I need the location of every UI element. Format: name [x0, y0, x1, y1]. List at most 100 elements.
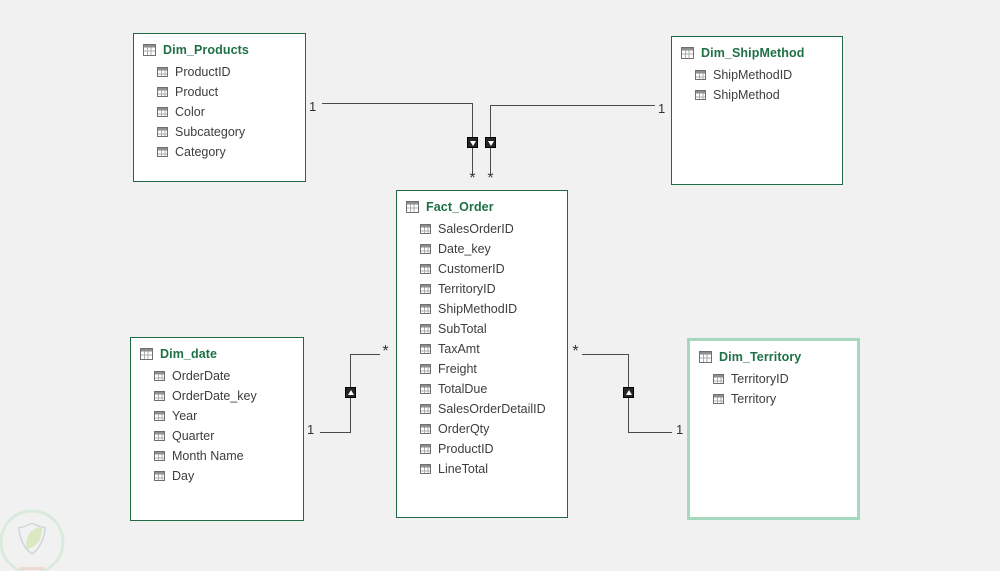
field-row[interactable]: CustomerID	[397, 259, 567, 279]
field-row[interactable]: Year	[131, 406, 303, 426]
relationship-line[interactable]	[582, 354, 629, 355]
relationship-line[interactable]	[628, 432, 672, 433]
field-table-icon	[157, 147, 168, 157]
field-label: Product	[175, 85, 219, 99]
table-header[interactable]: Dim_date	[131, 338, 303, 366]
field-table-icon	[157, 67, 168, 77]
field-label: Month Name	[172, 449, 244, 463]
field-label: SubTotal	[438, 322, 487, 336]
field-row[interactable]: Territory	[690, 389, 857, 409]
field-table-icon	[157, 87, 168, 97]
table-dim-products[interactable]: Dim_Products ProductID Product Color Sub…	[133, 33, 306, 182]
field-label: ShipMethodID	[713, 68, 793, 82]
field-row[interactable]: Category	[134, 142, 305, 162]
field-row[interactable]: Day	[131, 466, 303, 486]
field-label: TotalDue	[438, 382, 488, 396]
field-label: TerritoryID	[731, 372, 789, 386]
filter-direction-arrow-icon[interactable]	[485, 137, 496, 148]
field-label: TerritoryID	[438, 282, 496, 296]
cardinality-label-many: *	[382, 343, 389, 360]
field-table-icon	[420, 444, 431, 454]
field-table-icon	[420, 344, 431, 354]
table-dim-date[interactable]: Dim_date OrderDate OrderDate_key Year Qu…	[130, 337, 304, 521]
field-table-icon	[157, 107, 168, 117]
relationship-line[interactable]	[350, 354, 380, 355]
field-label: Quarter	[172, 429, 215, 443]
table-header[interactable]: Fact_Order	[397, 191, 567, 219]
field-row[interactable]: TaxAmt	[397, 339, 567, 359]
field-label: SalesOrderDetailID	[438, 402, 546, 416]
field-label: Date_key	[438, 242, 491, 256]
field-label: Subcategory	[175, 125, 246, 139]
table-fact-order[interactable]: Fact_Order SalesOrderID Date_key Custome…	[396, 190, 568, 518]
field-label: Color	[175, 105, 205, 119]
field-row[interactable]: SubTotal	[397, 319, 567, 339]
field-label: SalesOrderID	[438, 222, 514, 236]
field-label: OrderQty	[438, 422, 490, 436]
field-label: ShipMethod	[713, 88, 780, 102]
field-table-icon	[420, 424, 431, 434]
field-row[interactable]: TerritoryID	[690, 369, 857, 389]
cardinality-label-many: *	[487, 170, 494, 187]
field-row[interactable]: Month Name	[131, 446, 303, 466]
table-title: Dim_ShipMethod	[701, 46, 805, 60]
field-table-icon	[420, 284, 431, 294]
relationship-line[interactable]	[322, 103, 472, 104]
field-table-icon	[420, 464, 431, 474]
field-table-icon	[154, 451, 165, 461]
field-table-icon	[420, 364, 431, 374]
table-title: Dim_date	[160, 347, 218, 361]
field-table-icon	[420, 244, 431, 254]
field-row[interactable]: Product	[134, 82, 305, 102]
field-row[interactable]: LineTotal	[397, 459, 567, 479]
field-row[interactable]: Date_key	[397, 239, 567, 259]
field-label: Day	[172, 469, 195, 483]
field-table-icon	[154, 411, 165, 421]
field-row[interactable]: ProductID	[134, 62, 305, 82]
table-dim-territory[interactable]: Dim_Territory TerritoryID Territory	[687, 338, 860, 520]
field-table-icon	[157, 127, 168, 137]
table-header[interactable]: Dim_ShipMethod	[672, 37, 842, 65]
field-label: Freight	[438, 362, 477, 376]
field-row[interactable]: OrderQty	[397, 419, 567, 439]
field-row[interactable]: TerritoryID	[397, 279, 567, 299]
field-table-icon	[420, 304, 431, 314]
field-row[interactable]: SalesOrderID	[397, 219, 567, 239]
field-row[interactable]: ProductID	[397, 439, 567, 459]
field-row[interactable]: Subcategory	[134, 122, 305, 142]
cardinality-label-one: 1	[307, 422, 315, 437]
field-table-icon	[420, 224, 431, 234]
watermark-logo	[0, 509, 65, 571]
field-row[interactable]: Quarter	[131, 426, 303, 446]
filter-direction-arrow-icon[interactable]	[623, 387, 634, 398]
cardinality-label-one: 1	[658, 101, 666, 116]
field-table-icon	[713, 374, 724, 384]
field-row[interactable]: ShipMethodID	[672, 65, 842, 85]
field-label: OrderDate	[172, 369, 231, 383]
field-table-icon	[420, 264, 431, 274]
field-row[interactable]: Color	[134, 102, 305, 122]
filter-direction-arrow-icon[interactable]	[345, 387, 356, 398]
field-row[interactable]: TotalDue	[397, 379, 567, 399]
relationship-line[interactable]	[320, 432, 351, 433]
field-row[interactable]: SalesOrderDetailID	[397, 399, 567, 419]
field-table-icon	[420, 404, 431, 414]
field-table-icon	[154, 371, 165, 381]
table-header[interactable]: Dim_Products	[134, 34, 305, 62]
filter-direction-arrow-icon[interactable]	[467, 137, 478, 148]
field-row[interactable]: Freight	[397, 359, 567, 379]
table-header[interactable]: Dim_Territory	[690, 341, 857, 369]
field-label: ShipMethodID	[438, 302, 518, 316]
field-table-icon	[713, 394, 724, 404]
field-row[interactable]: OrderDate_key	[131, 386, 303, 406]
table-icon	[699, 351, 712, 363]
field-row[interactable]: OrderDate	[131, 366, 303, 386]
field-table-icon	[154, 431, 165, 441]
table-dim-shipmethod[interactable]: Dim_ShipMethod ShipMethodID ShipMethod	[671, 36, 843, 185]
relationship-line[interactable]	[490, 105, 655, 106]
field-row[interactable]: ShipMethodID	[397, 299, 567, 319]
table-title: Dim_Territory	[719, 350, 802, 364]
field-label: CustomerID	[438, 262, 505, 276]
field-row[interactable]: ShipMethod	[672, 85, 842, 105]
